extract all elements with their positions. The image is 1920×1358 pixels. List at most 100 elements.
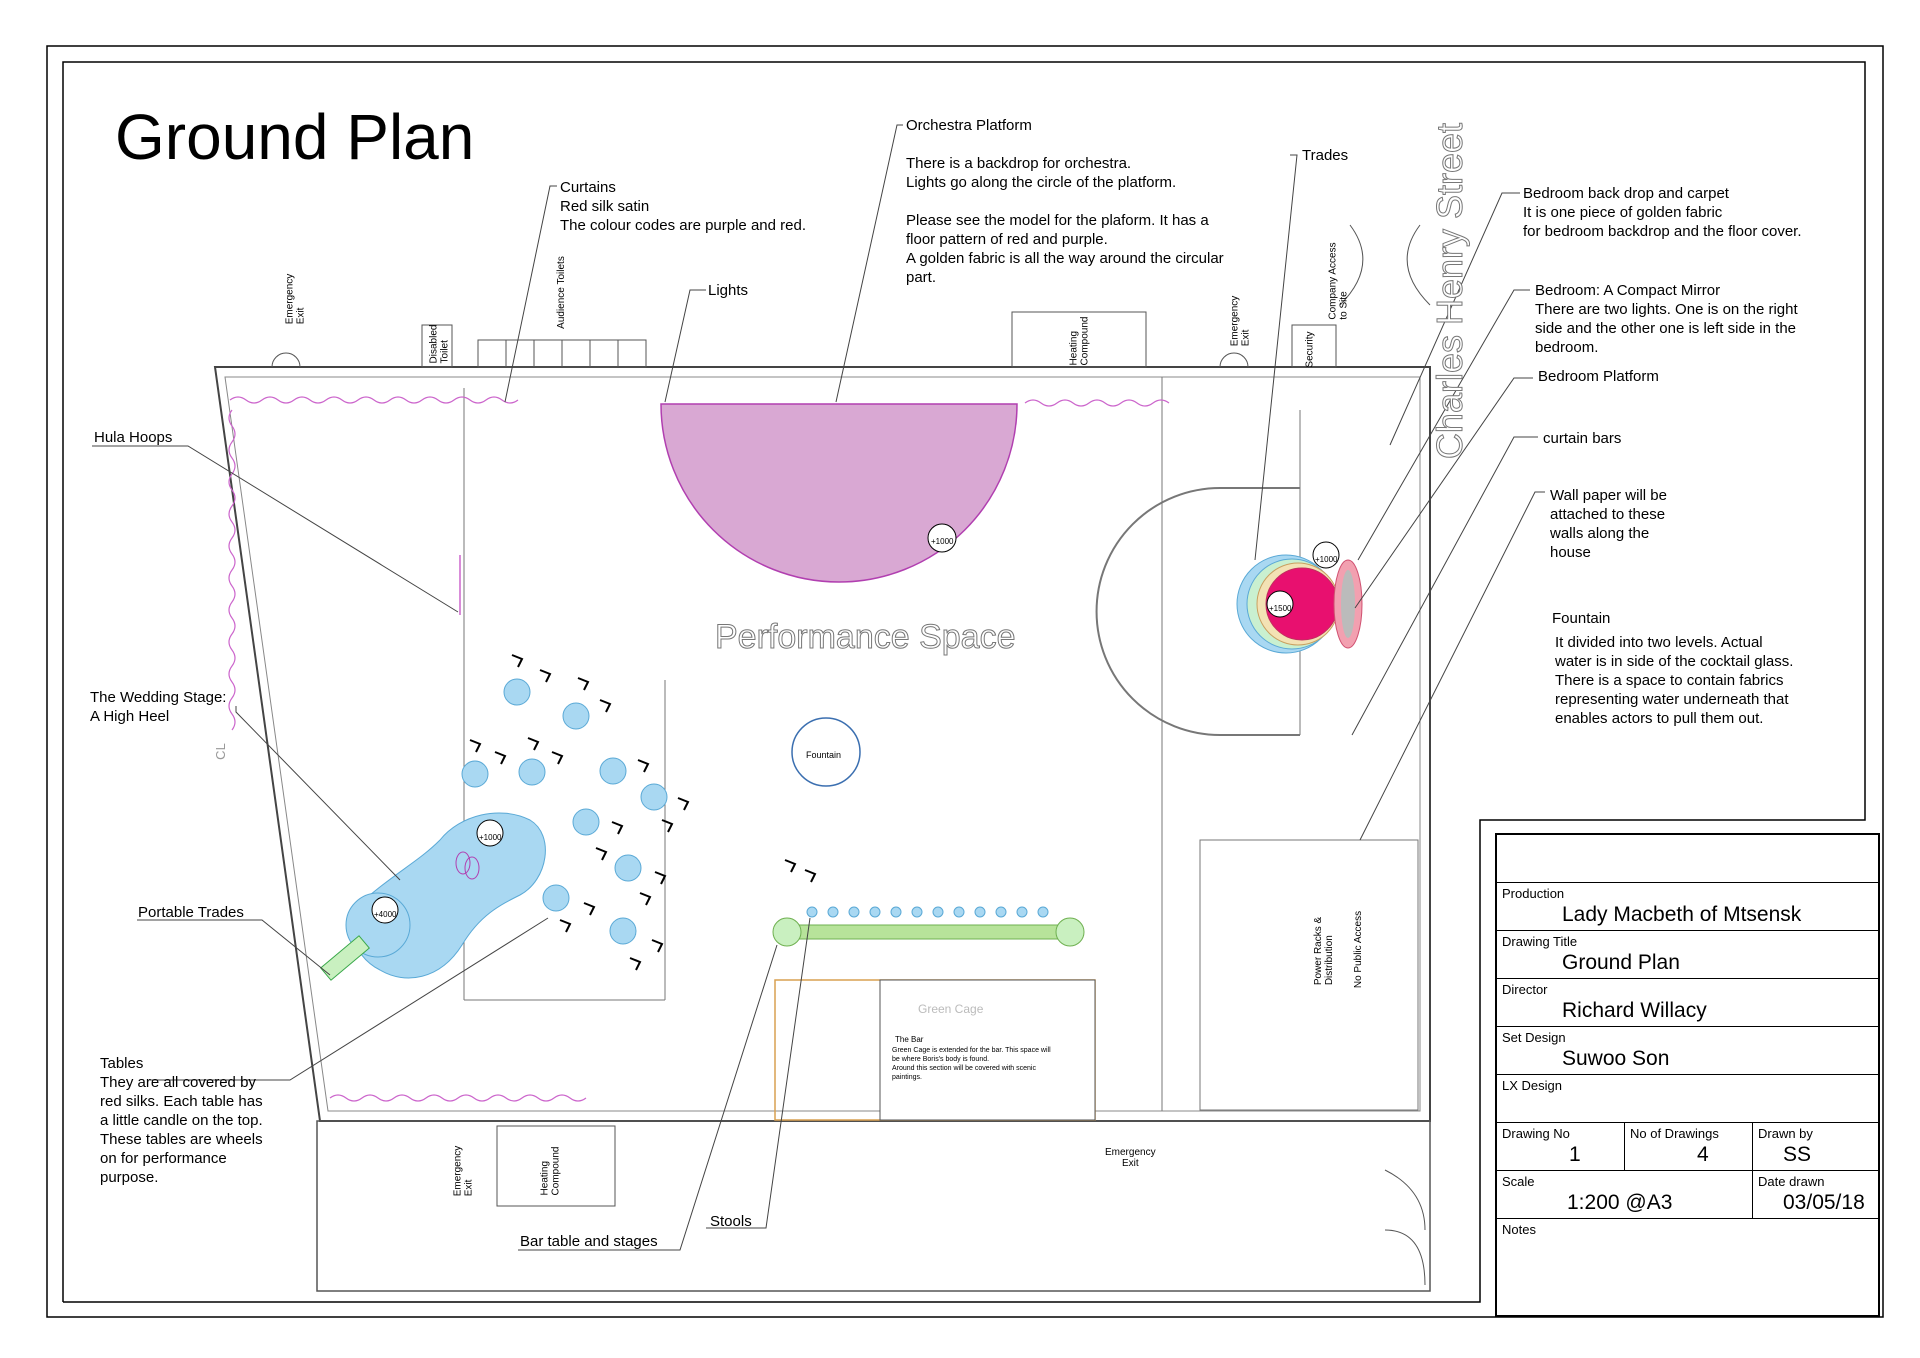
tb-production-label: Production [1502, 886, 1565, 901]
tb-director-label: Director [1502, 982, 1548, 997]
table [542, 884, 570, 912]
label-emergency-exit-3: Emergency Exit [452, 1145, 475, 1197]
table [572, 808, 600, 836]
chair [784, 859, 797, 873]
annotation-hula-hoops: Hula Hoops [94, 429, 173, 446]
chair [629, 957, 642, 971]
stool [911, 906, 923, 918]
tb-set-design: Set Design Suwoo Son [1497, 1027, 1878, 1075]
annotation-bedroom-mirror: Bedroom: A Compact Mirror There are two … [1535, 282, 1798, 356]
tb-drawing-title-value: Ground Plan [1562, 951, 1680, 974]
portable-trades [320, 935, 370, 981]
chairs-group [469, 654, 817, 971]
stool [995, 906, 1007, 918]
annotation-bedroom-platform: Bedroom Platform [1538, 368, 1659, 385]
tb-scale-date: Scale 1:200 @A3 Date drawn 03/05/18 [1497, 1171, 1878, 1219]
stools-group [806, 906, 1049, 918]
label-heating-compound-lower: Heating Compound [539, 1146, 562, 1196]
chair [599, 699, 612, 713]
chair [539, 669, 552, 683]
tb-date-drawn-label: Date drawn [1758, 1174, 1825, 1189]
tb-no-of-drawings-label: No of Drawings [1630, 1126, 1719, 1141]
label-emergency-exit-4: Emergency Exit [1105, 1147, 1156, 1169]
tb-no-of-drawings-value: 4 [1697, 1143, 1709, 1166]
label-heating-compound-upper: Heating Compound [1068, 316, 1091, 366]
annotation-fountain-title: Fountain [1552, 610, 1611, 627]
annotation-lights: Lights [708, 282, 749, 299]
curtain-line-left [228, 409, 236, 731]
power-room [1199, 839, 1419, 1111]
tb-set-design-value: Suwoo Son [1562, 1047, 1670, 1070]
table [599, 757, 627, 785]
orchestra-platform [660, 403, 1018, 583]
chair [511, 654, 524, 668]
doors [271, 224, 1431, 1286]
door [1384, 1169, 1426, 1286]
chair [551, 751, 564, 765]
tb-cell-drawn-by: Drawn by SS [1753, 1123, 1882, 1170]
label-power-racks: Power Racks & Distribution [1313, 916, 1336, 986]
chair [639, 892, 652, 906]
security-room [1291, 324, 1337, 368]
the-bar-box [879, 979, 1096, 1121]
leader-bedroom-backdrop [1389, 192, 1520, 446]
chair [527, 737, 540, 751]
street-label: Charles Henry Street [1429, 122, 1471, 460]
stool [848, 906, 860, 918]
tb-drawing-title-label: Drawing Title [1502, 934, 1578, 949]
label-emergency-exit-1: Emergency Exit [284, 273, 307, 325]
leader-lines [92, 124, 1545, 1251]
level-label-orchestra: +1000 [931, 537, 954, 546]
chair [637, 759, 650, 773]
leader-bedroom-platform [1354, 377, 1533, 609]
tb-cell-no-of-drawings: No of Drawings 4 [1625, 1123, 1753, 1170]
leader-stools [706, 917, 811, 1229]
annotation-wedding-stage: The Wedding Stage: A High Heel [90, 689, 227, 725]
chair [654, 871, 667, 885]
disabled-toilet-room [421, 324, 453, 368]
page-title: Ground Plan [115, 101, 475, 173]
chair [469, 739, 482, 753]
leader-curtains [504, 185, 557, 403]
performance-space-label: Performance Space [715, 618, 1016, 657]
stool [806, 906, 818, 918]
level-label-bedroom-1500: +1500 [1269, 604, 1292, 613]
annotation-orchestra: Orchestra Platform There is a backdrop f… [906, 117, 1224, 286]
annotation-wall-paper: Wall paper will be attached to these wal… [1550, 487, 1667, 561]
table [461, 760, 489, 788]
chair [595, 847, 608, 861]
tb-drawing-title: Drawing Title Ground Plan [1497, 931, 1878, 979]
stool [827, 906, 839, 918]
label-green-cage: Green Cage [918, 1002, 984, 1016]
annotation-portable-trades: Portable Trades [138, 904, 244, 921]
tb-scale-label: Scale [1502, 1174, 1535, 1189]
label-fountain: Fountain [806, 750, 842, 760]
annotation-trades: Trades [1302, 147, 1349, 164]
table [609, 917, 637, 945]
label-the-bar: The Bar [895, 1035, 924, 1044]
tb-production-value: Lady Macbeth of Mtsensk [1562, 903, 1802, 926]
tb-drawing-no-value: 1 [1569, 1143, 1581, 1166]
label-emergency-exit-2: Emergency Exit [1229, 295, 1252, 347]
leader-bar [518, 944, 778, 1251]
tb-cell-scale: Scale 1:200 @A3 [1497, 1171, 1753, 1218]
label-company-access: Company Access to Site [1327, 242, 1350, 320]
label-disabled-toilet: Disabled Toilet [428, 324, 451, 364]
stool [953, 906, 965, 918]
tables-group [461, 678, 668, 945]
chair [661, 819, 674, 833]
chair [804, 869, 817, 883]
tb-drawing-no-label: Drawing No [1502, 1126, 1570, 1141]
chair [651, 939, 664, 953]
door [271, 352, 301, 368]
level-label-wedding-4000: +4000 [374, 910, 397, 919]
tb-lx-design-label: LX Design [1502, 1078, 1562, 1093]
table [562, 702, 590, 730]
inner-border [62, 61, 1866, 1303]
stool [932, 906, 944, 918]
annotation-bar-table: Bar table and stages [520, 1233, 658, 1250]
leader-curtain-bars [1351, 436, 1538, 736]
level-marker-bedroom-1500 [1266, 590, 1294, 618]
door [1339, 224, 1431, 306]
